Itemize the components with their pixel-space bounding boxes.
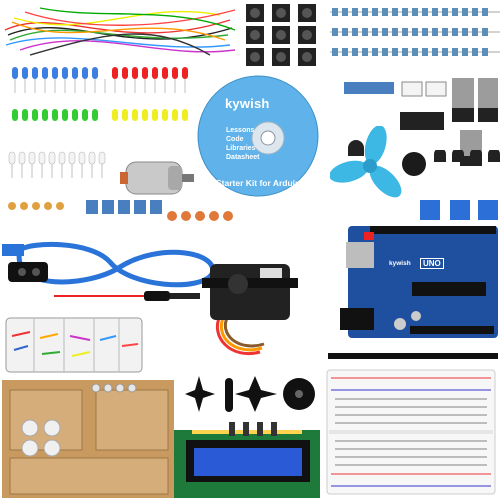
cd-item: Datasheet <box>226 154 260 161</box>
push-button-grid <box>246 4 316 66</box>
dc-jack-cable <box>54 291 200 301</box>
servo-horns <box>185 376 315 412</box>
lcd-display <box>174 430 320 498</box>
cd-item: Code <box>226 136 244 143</box>
software-cd <box>197 75 319 197</box>
cd-contents-list: Lessons Code Libraries Datasheet <box>226 126 259 162</box>
cd-item: Libraries <box>226 145 256 152</box>
jumper-kit-box <box>5 317 143 373</box>
fan-propeller <box>330 126 402 198</box>
board-model-text: UNO <box>420 258 444 269</box>
acrylic-mounting-plate <box>2 380 174 498</box>
capacitor-row <box>8 200 233 221</box>
resistor-strips <box>330 8 500 56</box>
board-brand-text: kywish <box>389 260 411 267</box>
pin-header <box>328 353 498 359</box>
servo-motor <box>202 264 298 355</box>
led-rows <box>12 67 188 121</box>
cd-brand-text: kywish <box>225 96 270 111</box>
battery-clip <box>8 262 48 282</box>
transistor-row <box>420 150 500 220</box>
screws <box>229 422 277 436</box>
cd-caption: Starter Kit for Arduino <box>216 178 306 188</box>
cd-item: Lessons <box>226 127 255 134</box>
jumper-wire-bundle <box>4 7 236 56</box>
breadboard <box>326 369 496 495</box>
arduino-uno-board <box>340 226 498 338</box>
white-led-row <box>8 151 106 178</box>
ic-cluster <box>344 78 498 176</box>
dc-motor <box>120 161 194 195</box>
